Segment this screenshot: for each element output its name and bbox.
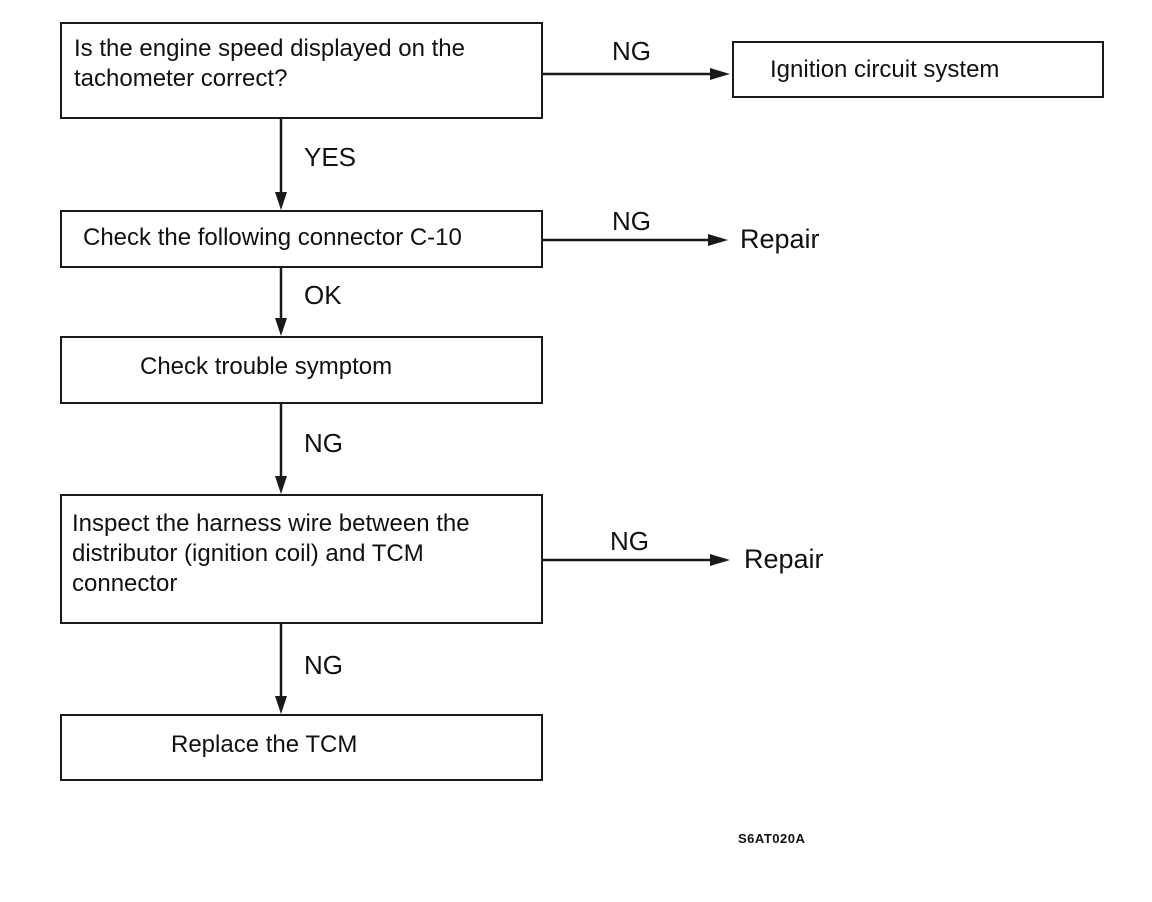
branch-label-tach-ng: NG — [612, 36, 651, 66]
step-symptom-check: Check trouble symptom — [60, 336, 543, 404]
step-harness-inspect: Inspect the harness wire between the dis… — [60, 494, 543, 624]
step-connector-check: Check the following connector C-10 — [60, 210, 543, 268]
arrowhead-box3 — [275, 318, 287, 336]
arrowhead-ignition — [710, 68, 730, 80]
arrowhead-box4 — [275, 476, 287, 494]
outcome-repair-harness: Repair — [744, 544, 824, 574]
arrowhead-repair-1 — [708, 234, 728, 246]
arrowhead-box2 — [275, 192, 287, 210]
outcome-repair-connector: Repair — [740, 224, 820, 254]
branch-label-harness-ng-down: NG — [304, 650, 343, 680]
branch-label-symptom-ng: NG — [304, 428, 343, 458]
arrowhead-box5 — [275, 696, 287, 714]
branch-label-harness-ng-right: NG — [610, 526, 649, 556]
outcome-ignition-circuit-system: Ignition circuit system — [732, 41, 1104, 98]
arrowhead-repair-2 — [710, 554, 730, 566]
step-tachometer-check: Is the engine speed displayed on the tac… — [60, 22, 543, 119]
figure-code: S6AT020A — [738, 831, 806, 846]
branch-label-connector-ng: NG — [612, 206, 651, 236]
branch-label-tach-yes: YES — [304, 142, 357, 172]
branch-label-connector-ok: OK — [304, 280, 342, 310]
step-replace-tcm: Replace the TCM — [60, 714, 543, 781]
